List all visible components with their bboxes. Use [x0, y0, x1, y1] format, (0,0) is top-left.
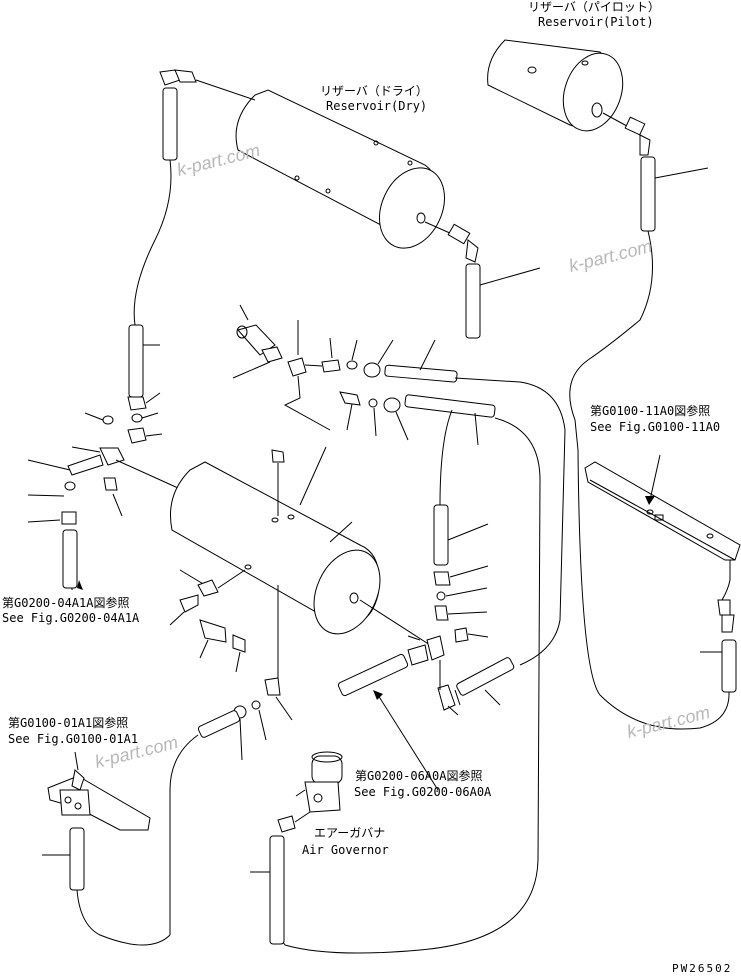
ref-g0100-01a1-jp-label: 第G0100-01A1図参照 [8, 716, 129, 730]
reservoir-main [169, 446, 431, 791]
reservoir-pilot-jp-label: リザーバ（パイロット） [528, 0, 660, 14]
central-fittings [232, 304, 566, 954]
ref-g0200-06a0a-jp-label: 第G0200-06A0A図参照 [355, 769, 483, 783]
panel-right [577, 449, 741, 730]
right-tube-assembly [337, 504, 515, 791]
reservoir-pilot [487, 39, 709, 451]
ref-g0100-01a1-en-label: See Fig.G0100-01A1 [8, 732, 139, 746]
air-governor [250, 751, 343, 945]
reservoir-pilot-en-label: Reservoir(Pilot) [538, 15, 654, 29]
reservoir-dry-en-label: Reservoir(Dry) [326, 99, 428, 113]
ref-g0200-06a0a-en-label: See Fig.G0200-06A0A [354, 785, 492, 799]
reservoir-dry-jp-label: リザーバ（ドライ） [320, 84, 428, 98]
bracket-left-bottom [42, 580, 171, 946]
air-governor-en-label: Air Governor [302, 843, 389, 857]
ref-g0200-04a1a-en-label: See Fig.G0200-04A1A [2, 611, 140, 625]
reservoir-dry [133, 69, 541, 339]
drawing-code: PW26502 [672, 962, 733, 975]
ref-g0100-11a0-en-label: See Fig.G0100-11A0 [590, 420, 721, 434]
ref-g0100-11a0-jp-label: 第G0100-11A0図参照 [590, 404, 711, 418]
ref-g0200-04a1a-jp-label: 第G0200-04A1A図参照 [2, 596, 130, 610]
air-governor-jp-label: エアーガバナ [314, 826, 386, 840]
left-tube-assembly [27, 324, 179, 589]
